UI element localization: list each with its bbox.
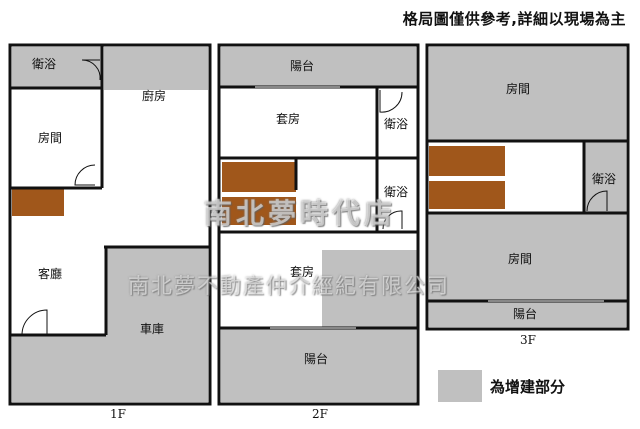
f3-floor-label: 3F bbox=[520, 333, 536, 347]
f2-stairs-upper bbox=[222, 162, 296, 192]
f1-living-door bbox=[21, 309, 48, 336]
disclaimer-notice: 格局圖僅供參考,詳細以現場為主 bbox=[402, 10, 626, 28]
f1-kitchen-extension bbox=[104, 47, 208, 90]
f2-top-balcony-extension bbox=[221, 47, 416, 87]
watermark-brand: 南北夢時代店 bbox=[204, 197, 397, 230]
f2-suite-top-label: 套房 bbox=[276, 111, 300, 126]
f3-bottom-room-extension bbox=[429, 213, 626, 301]
f1-bedroom-label: 房間 bbox=[38, 130, 62, 145]
f1-garage-extension bbox=[106, 247, 208, 402]
f2-bath-top-door bbox=[379, 90, 403, 113]
f2-bath-mid-door bbox=[382, 210, 403, 230]
f2-bath-top-label: 衛浴 bbox=[384, 117, 408, 131]
f3-top-room-extension bbox=[429, 47, 626, 141]
floor-2f: 陽台 套房 衛浴 衛浴 套房 陽台 2F bbox=[217, 43, 420, 421]
f3-outer-wall bbox=[425, 43, 630, 331]
f2-outer-wall bbox=[217, 43, 420, 406]
f1-bottom-extension bbox=[12, 335, 108, 402]
floor-1f: 衛浴 廚房 房間 客廳 車庫 1F bbox=[8, 43, 212, 421]
f3-bath-label: 衛浴 bbox=[592, 172, 616, 186]
f1-outer-wall bbox=[8, 43, 212, 406]
legend: 為增建部分 bbox=[438, 370, 565, 402]
f3-bath-door bbox=[586, 190, 608, 212]
f2-bath-mid-label: 衛浴 bbox=[384, 185, 408, 199]
f1-kitchen-label: 廚房 bbox=[142, 88, 166, 103]
f1-stairs bbox=[12, 188, 64, 216]
f1-floor-label: 1F bbox=[110, 407, 126, 421]
f1-living-label: 客廳 bbox=[38, 266, 62, 281]
legend-label: 為增建部分 bbox=[490, 377, 566, 396]
f2-stairs-lower bbox=[222, 197, 296, 225]
f2-balcony-bottom-label: 陽台 bbox=[304, 351, 328, 366]
floor-3f: 房間 衛浴 房間 陽台 3F bbox=[425, 43, 630, 347]
f3-stairs-upper bbox=[429, 146, 505, 176]
f3-balcony-extension bbox=[429, 301, 626, 327]
f1-bath-extension bbox=[12, 47, 102, 87]
f1-bedroom-door bbox=[74, 164, 96, 186]
f3-balcony-label: 陽台 bbox=[513, 306, 537, 321]
f1-garage-label: 車庫 bbox=[140, 322, 164, 336]
f3-room-top-label: 房間 bbox=[506, 81, 530, 96]
watermark-company: 南北夢不動產仲介經紀有限公司 bbox=[128, 274, 450, 298]
legend-swatch bbox=[438, 370, 482, 402]
f1-bath-door bbox=[81, 59, 101, 81]
f2-bottom-balcony-extension bbox=[221, 328, 416, 402]
f3-room-bottom-label: 房間 bbox=[508, 251, 532, 266]
f2-suite-bottom-label: 套房 bbox=[290, 264, 314, 279]
f3-stairs-lower bbox=[429, 181, 505, 209]
f2-mid-extension bbox=[322, 250, 417, 328]
f2-floor-label: 2F bbox=[312, 407, 328, 421]
f1-bath-label: 衛浴 bbox=[32, 57, 56, 71]
f3-bath-extension bbox=[584, 141, 626, 213]
f2-balcony-top-label: 陽台 bbox=[290, 58, 314, 73]
